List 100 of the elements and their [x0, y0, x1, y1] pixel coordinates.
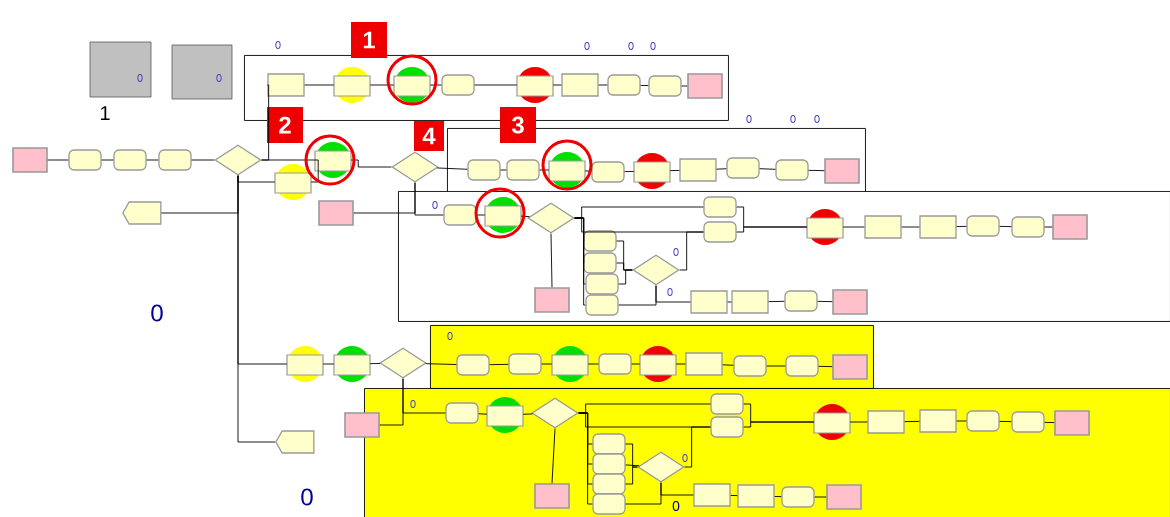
module-circle: [516, 67, 554, 103]
connector: [369, 363, 381, 365]
module-box: [68, 149, 102, 171]
decision-diamond: [527, 202, 575, 234]
connector: [759, 168, 776, 170]
module-circle: [274, 164, 312, 200]
counter-value: 0: [628, 42, 634, 50]
module-box: [508, 353, 542, 375]
connector: [369, 84, 395, 86]
module-box: [441, 74, 475, 96]
connector: [722, 364, 734, 366]
connector: [956, 225, 967, 228]
module-box: [832, 354, 868, 380]
counter-value: 0: [746, 115, 752, 123]
module-box: [731, 290, 769, 314]
connector: [675, 363, 686, 365]
connector: [999, 225, 1012, 228]
counter-value: 0: [151, 304, 163, 322]
connector: [310, 159, 319, 183]
module-circle: [486, 397, 524, 433]
connector: [574, 217, 586, 306]
connector: [655, 285, 691, 303]
module-box: [687, 73, 723, 99]
module-circle: [333, 67, 371, 103]
module-box: [690, 290, 728, 314]
connector: [237, 175, 276, 443]
module-box: [966, 410, 1000, 432]
module-circle: [633, 153, 671, 189]
module-box: [344, 412, 380, 438]
counter-value: 0: [137, 74, 143, 82]
connector: [414, 182, 444, 216]
counter-value: 0: [682, 454, 688, 462]
module-box: [832, 289, 868, 315]
connector: [818, 365, 833, 368]
module-circle: [813, 404, 851, 440]
module-box: [1052, 214, 1088, 240]
connector: [669, 169, 680, 172]
counter-value: 0: [672, 501, 680, 511]
connector: [768, 300, 785, 303]
module-box: [583, 230, 617, 252]
connector: [640, 84, 649, 87]
connector: [660, 482, 694, 496]
connector: [631, 363, 641, 365]
connector: [727, 301, 732, 303]
module-box: [710, 393, 744, 415]
callout-number: 2: [267, 107, 303, 143]
connector: [1044, 421, 1055, 424]
connector: [999, 420, 1012, 423]
connector: [1044, 226, 1053, 228]
module-box: [318, 200, 354, 226]
connector: [552, 84, 562, 86]
connector: [736, 226, 808, 233]
counter-value: 0: [667, 288, 673, 296]
connector: [101, 159, 114, 161]
connector: [474, 84, 518, 86]
decision-diamond: [632, 254, 680, 286]
counter-value: 0: [432, 201, 438, 209]
module-box: [1011, 216, 1045, 238]
module-circle: [314, 142, 352, 178]
connector: [598, 84, 608, 86]
connector: [817, 300, 833, 303]
connector: [842, 226, 865, 228]
module-box: [781, 486, 815, 508]
module-circle: [286, 346, 324, 382]
module-box: [534, 483, 570, 509]
module-circle: [393, 67, 431, 103]
connector: [625, 466, 638, 485]
callout-number: 3: [500, 107, 536, 143]
connector: [808, 169, 825, 172]
connector: [624, 170, 635, 173]
counter-value: 0: [584, 42, 590, 50]
module-box: [456, 354, 490, 376]
module-box: [685, 352, 723, 376]
module-box: [592, 433, 626, 455]
connector: [849, 421, 868, 423]
module-circle: [548, 152, 586, 188]
connector: [350, 159, 392, 168]
module-circle: [551, 346, 589, 382]
connector: [625, 464, 640, 467]
module-box: [824, 158, 860, 184]
connector: [551, 428, 556, 484]
connector: [541, 363, 553, 365]
module-circle: [484, 197, 522, 233]
module-box: [561, 73, 599, 97]
counter-value: 0: [814, 115, 820, 123]
module-box: [467, 159, 501, 181]
decision-diamond: [531, 397, 579, 429]
module-box: [710, 416, 744, 438]
connector: [191, 159, 215, 161]
connector: [681, 85, 688, 87]
module-box: [1054, 410, 1090, 436]
connector: [584, 170, 592, 172]
module-box: [591, 161, 625, 183]
module-box: [592, 493, 626, 515]
connector: [436, 167, 468, 170]
connector: [539, 169, 550, 171]
module-box: [583, 252, 617, 274]
connector: [716, 168, 727, 170]
module-box: [158, 149, 192, 171]
module-box: [443, 204, 477, 226]
